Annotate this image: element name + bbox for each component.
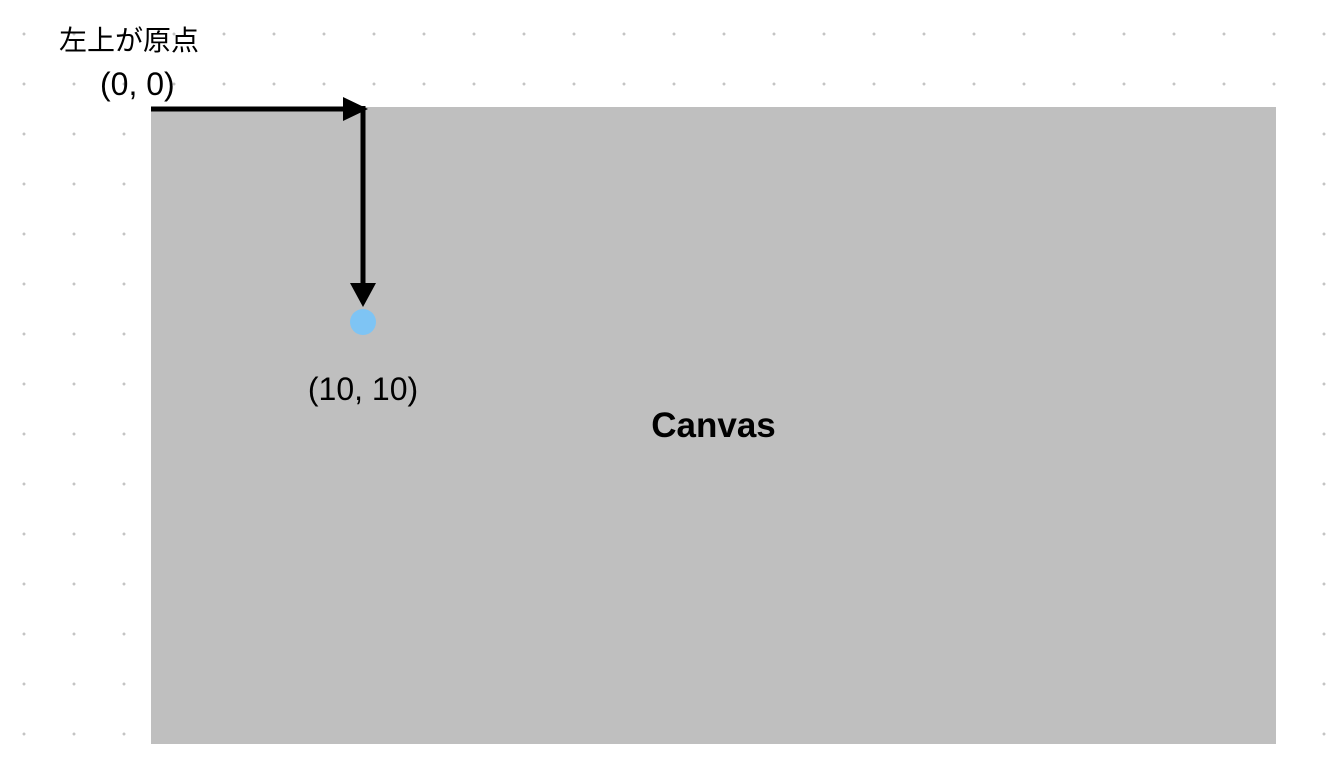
canvas-label: Canvas xyxy=(651,406,776,445)
origin-caption: 左上が原点 xyxy=(59,24,200,57)
y-axis-arrow-head xyxy=(350,283,376,307)
point-coordinate-label: (10, 10) xyxy=(307,371,419,407)
x-axis-arrow-head xyxy=(343,97,368,121)
origin-coordinate-label: (0, 0) xyxy=(100,66,175,102)
canvas-area xyxy=(151,107,1276,744)
point-marker xyxy=(350,309,376,335)
